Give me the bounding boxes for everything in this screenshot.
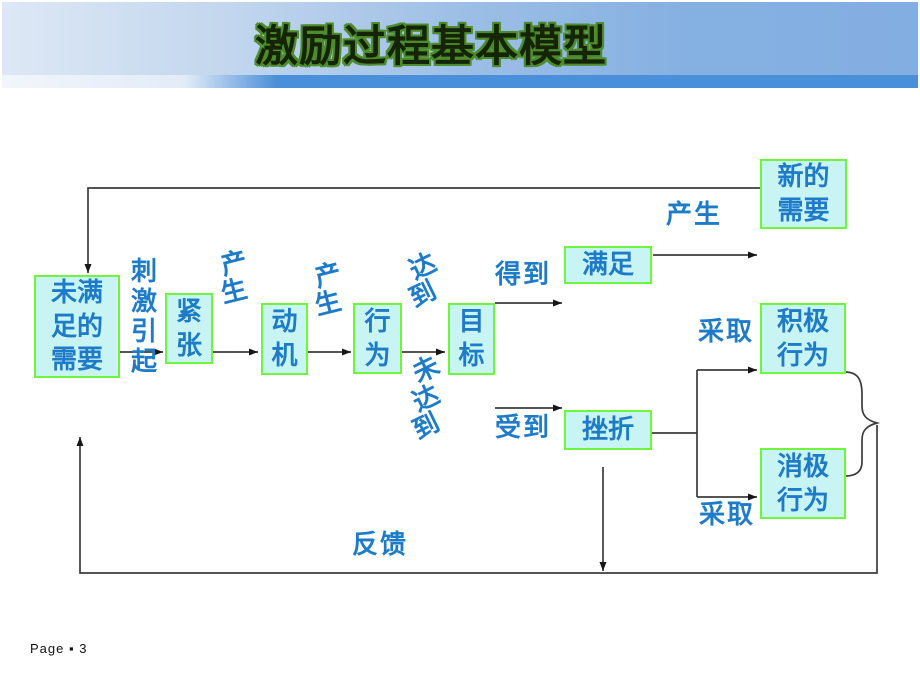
node-new-need: 新的需要 xyxy=(760,159,847,229)
label-take-2: 采取 xyxy=(699,499,756,529)
label-produce-2: 产生 xyxy=(311,257,345,321)
label-produce-3: 产生 xyxy=(666,199,723,229)
node-unmet-need: 未满足的需要 xyxy=(34,275,120,378)
label-achieve: 达到 xyxy=(404,246,441,313)
label-not-achieve: 未达到 xyxy=(407,349,445,446)
page-number: Page ▪ 3 xyxy=(30,641,88,656)
brace-behaviors xyxy=(844,371,881,477)
slide-title: 激励过程基本模型 xyxy=(255,23,607,71)
label-gain: 得到 xyxy=(495,259,552,289)
line-frustration-branch xyxy=(652,370,698,497)
label-take-1: 采取 xyxy=(698,316,755,346)
banner-accent-stripe xyxy=(2,75,918,88)
node-satisfaction: 满足 xyxy=(564,246,652,284)
label-stimulate: 刺激引起 xyxy=(130,256,157,377)
node-motive: 动机 xyxy=(261,303,308,375)
arrow-feedback-loop xyxy=(76,425,878,574)
node-positive-behavior: 积极行为 xyxy=(760,303,846,374)
node-frustration: 挫折 xyxy=(564,410,652,450)
label-produce-1: 产生 xyxy=(217,245,251,309)
node-tension: 紧张 xyxy=(165,293,213,364)
label-feedback: 反馈 xyxy=(352,529,409,559)
label-suffer: 受到 xyxy=(495,412,552,442)
node-behavior: 行为 xyxy=(353,303,402,374)
title-banner xyxy=(2,2,918,75)
node-negative-behavior: 消极行为 xyxy=(760,448,846,519)
node-goal: 目标 xyxy=(448,303,495,375)
